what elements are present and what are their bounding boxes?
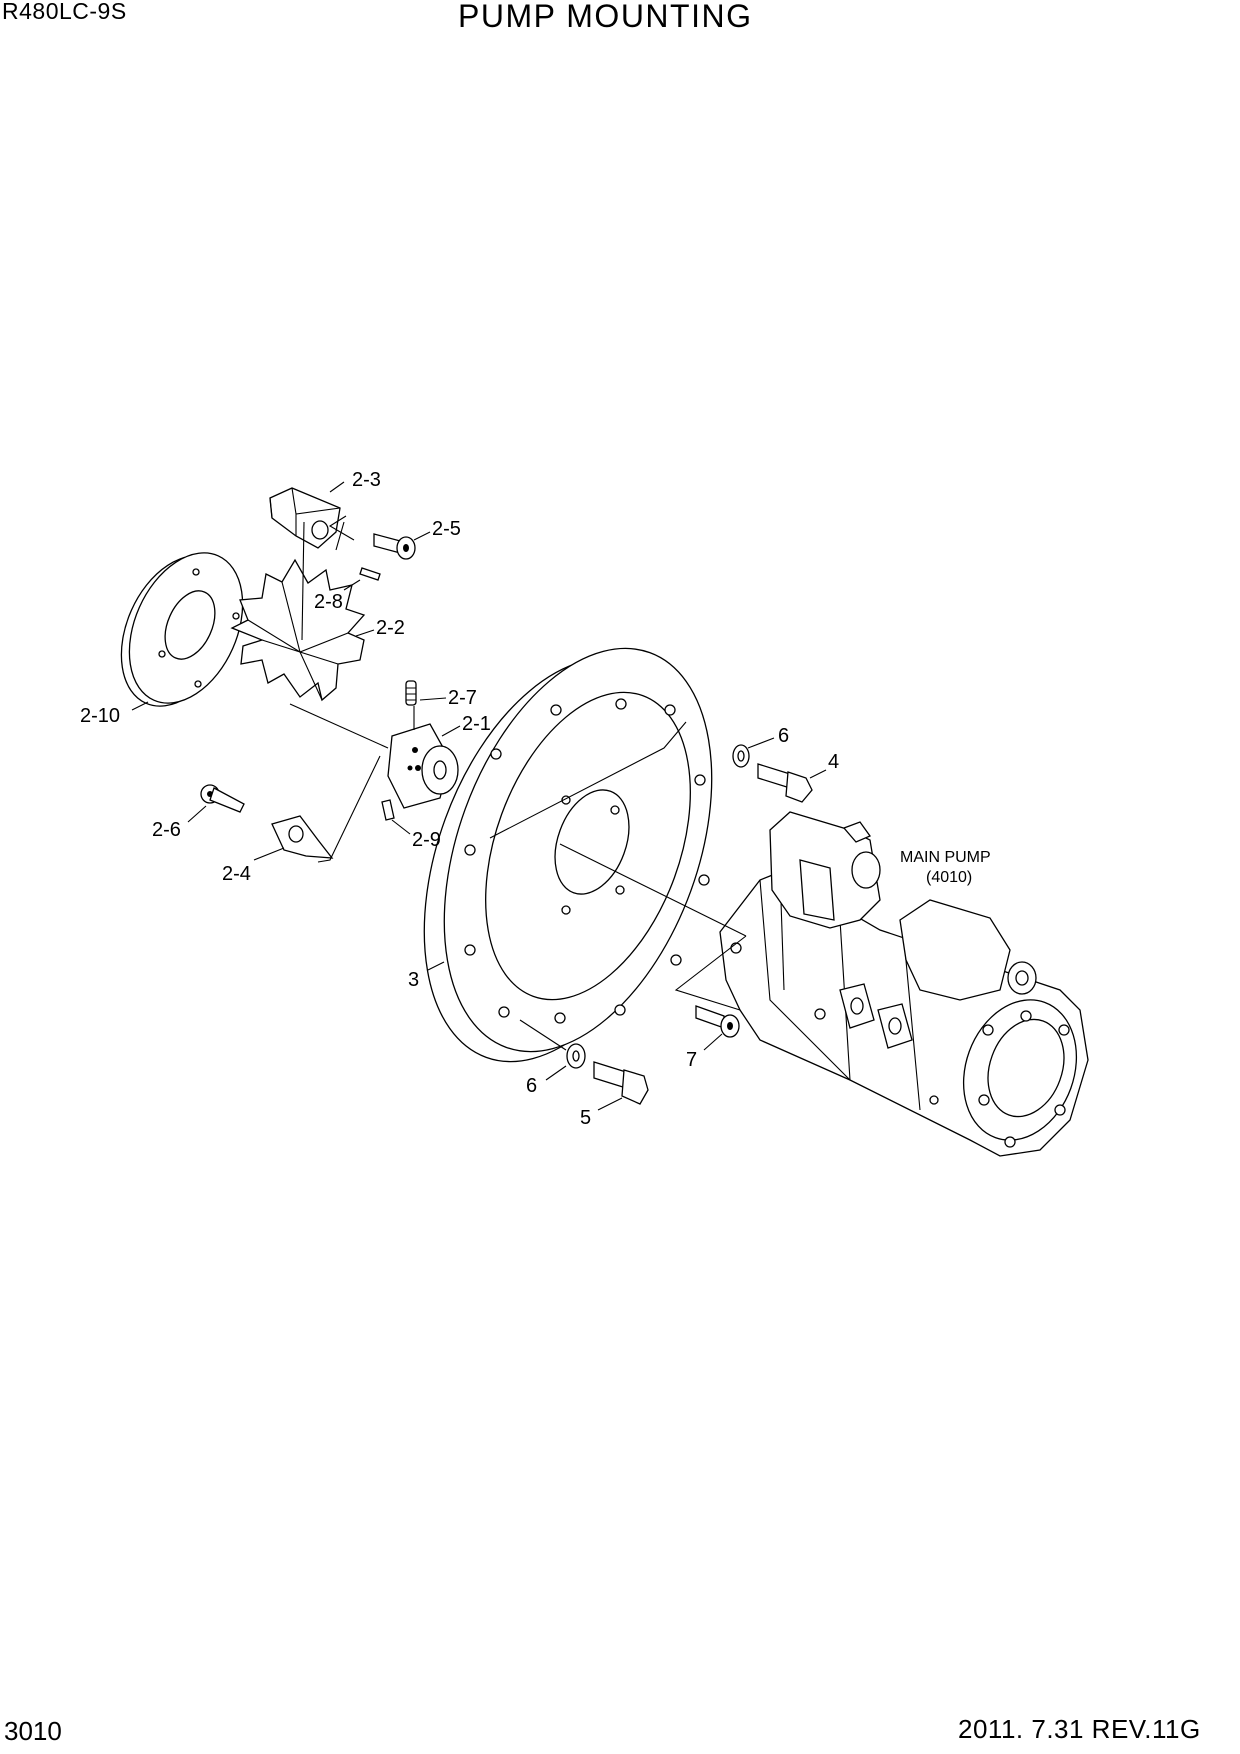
svg-text:3: 3	[408, 969, 419, 991]
page-title: PUMP MOUNTING	[458, 0, 753, 34]
callout-2-3: 2-3	[329, 469, 381, 493]
svg-text:2-8: 2-8	[314, 591, 343, 613]
part-flange-plate	[120, 552, 244, 707]
svg-text:7: 7	[686, 1049, 697, 1071]
part-main-pump	[719, 811, 1089, 1157]
main-pump-note: MAIN PUMP (4010)	[900, 849, 991, 886]
part-bolt-7	[695, 1005, 740, 1038]
part-washer-6-lower	[566, 1043, 586, 1069]
part-hub	[387, 723, 459, 809]
model-number: R480LC-9S	[2, 0, 127, 24]
svg-text:6: 6	[778, 725, 789, 747]
callout-3: 3	[408, 961, 445, 991]
part-bolt-5	[593, 1061, 649, 1105]
revision-date: 2011. 7.31 REV.11G	[958, 1714, 1201, 1744]
callout-7: 7	[686, 1033, 723, 1071]
assembly-lines	[289, 515, 747, 1051]
callout-5: 5	[580, 1097, 623, 1129]
svg-text:2-7: 2-7	[448, 687, 477, 709]
part-set-screw-2-7	[405, 680, 417, 706]
callout-2-7: 2-7	[419, 687, 477, 709]
svg-text:2-3: 2-3	[352, 469, 381, 491]
svg-text:2-4: 2-4	[222, 863, 251, 885]
callout-2-8: 2-8	[314, 579, 361, 613]
svg-text:2-5: 2-5	[432, 518, 461, 540]
callout-2-2: 2-2	[355, 617, 405, 639]
svg-text:4: 4	[828, 751, 839, 773]
callout-6-upper: 6	[747, 725, 789, 749]
part-washer-6-upper	[732, 744, 750, 768]
callout-2-9: 2-9	[391, 819, 441, 851]
callout-2-4: 2-4	[222, 847, 285, 885]
part-pin-2-9	[381, 799, 395, 821]
svg-text:5: 5	[580, 1107, 591, 1129]
svg-text:2-2: 2-2	[376, 617, 405, 639]
callout-4: 4	[809, 751, 839, 779]
part-elastic-coupling	[230, 558, 366, 702]
callout-2-6: 2-6	[152, 805, 207, 841]
part-pin-2-8	[359, 567, 381, 581]
part-bolt-4	[757, 763, 813, 803]
callout-2-1: 2-1	[441, 713, 491, 737]
svg-text:2-6: 2-6	[152, 819, 181, 841]
svg-text:(4010): (4010)	[926, 869, 972, 886]
page-number: 3010	[4, 1716, 62, 1746]
part-bolt-2-6	[200, 784, 245, 813]
svg-text:2-9: 2-9	[412, 829, 441, 851]
part-jaw-block	[269, 487, 341, 549]
svg-text:6: 6	[526, 1075, 537, 1097]
callout-6-lower: 6	[526, 1065, 567, 1097]
svg-text:2-1: 2-1	[462, 713, 491, 735]
svg-text:2-10: 2-10	[80, 705, 120, 727]
part-flywheel-plate	[423, 647, 713, 1063]
callout-2-5: 2-5	[413, 518, 461, 541]
part-bolt-2-5	[373, 533, 416, 560]
svg-text:MAIN PUMP: MAIN PUMP	[900, 849, 991, 866]
callout-2-10: 2-10	[80, 701, 149, 727]
part-wedge	[271, 815, 334, 859]
